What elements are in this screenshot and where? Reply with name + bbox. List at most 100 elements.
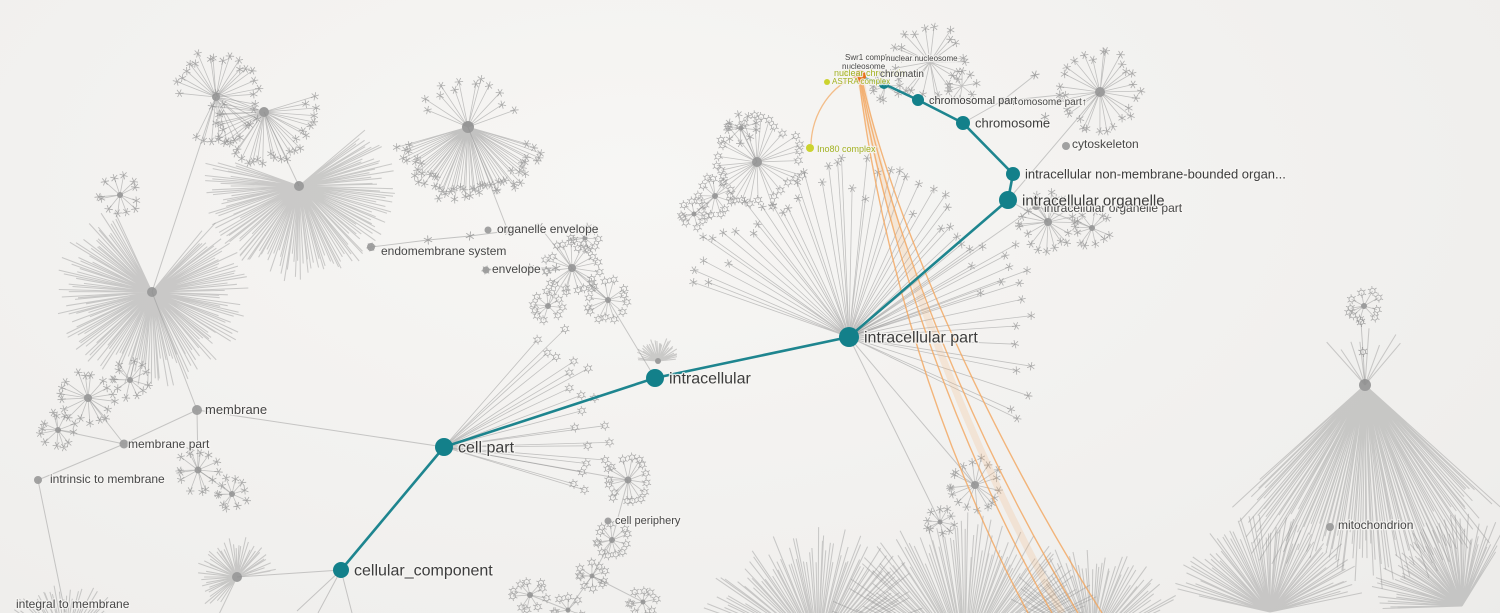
- node-cluster[interactable]: [508, 577, 552, 613]
- node-cluster[interactable]: [549, 592, 586, 613]
- term-node[interactable]: [192, 405, 202, 415]
- cluster-hub-node[interactable]: [294, 181, 304, 191]
- term-node[interactable]: [482, 266, 490, 274]
- node-cluster[interactable]: [213, 473, 252, 513]
- term-label[interactable]: nuclear chromatin: [833, 67, 907, 80]
- term-label[interactable]: Ino80 complex: [816, 143, 878, 156]
- cluster-hub-node[interactable]: [691, 211, 697, 217]
- node-cluster[interactable]: [421, 75, 519, 128]
- cluster-hub-node[interactable]: [568, 264, 576, 272]
- term-label[interactable]: chromosome part↑: [1003, 96, 1088, 110]
- go-term-node[interactable]: [646, 369, 664, 387]
- term-label[interactable]: nuclear nucleosome: [885, 53, 960, 65]
- node-cluster[interactable]: [175, 444, 223, 497]
- node-cluster[interactable]: [890, 22, 970, 105]
- term-node[interactable]: [604, 517, 612, 525]
- term-label[interactable]: ASTRA complex: [831, 76, 892, 88]
- term-label[interactable]: membrane part: [127, 436, 212, 453]
- cluster-hub-node[interactable]: [1095, 87, 1105, 97]
- term-label[interactable]: organelle envelope: [496, 221, 600, 238]
- cluster-hub-node[interactable]: [55, 427, 61, 433]
- node-chain[interactable]: [1030, 70, 1065, 122]
- cluster-hub-node[interactable]: [84, 394, 92, 402]
- cluster-hub-node[interactable]: [609, 537, 615, 543]
- node-cluster[interactable]: [1326, 328, 1401, 386]
- node-cluster[interactable]: [566, 222, 603, 256]
- node-cluster[interactable]: [1175, 514, 1363, 613]
- term-label[interactable]: Swr1 complex: [844, 52, 897, 64]
- node-cluster[interactable]: [703, 527, 931, 613]
- related-term-node[interactable]: [806, 144, 814, 152]
- node-cluster[interactable]: [693, 172, 736, 220]
- go-term-node[interactable]: [1006, 167, 1020, 181]
- go-term-label[interactable]: intracellular part: [863, 328, 980, 348]
- term-node[interactable]: [998, 97, 1006, 105]
- term-node[interactable]: [1062, 142, 1070, 150]
- cluster-hub-node[interactable]: [194, 466, 202, 474]
- node-cluster[interactable]: [723, 110, 761, 148]
- node-cluster[interactable]: [574, 557, 610, 594]
- node-chain[interactable]: [1356, 316, 1368, 358]
- node-cluster[interactable]: [207, 88, 321, 168]
- term-node[interactable]: [119, 439, 129, 449]
- go-term-label[interactable]: chromosomal part: [928, 94, 1019, 109]
- go-term-label[interactable]: chromosome: [974, 114, 1052, 132]
- go-term-label[interactable]: intracellular non-membrane-bounded organ…: [1024, 165, 1287, 183]
- cluster-hub-node[interactable]: [937, 519, 943, 525]
- term-label[interactable]: mitochondrion: [1337, 517, 1415, 534]
- node-cluster[interactable]: [832, 512, 1097, 613]
- cluster-hub-node[interactable]: [1044, 218, 1052, 226]
- cluster-hub-node[interactable]: [259, 107, 269, 117]
- go-term-label[interactable]: intracellular organelle: [1021, 191, 1166, 211]
- node-cluster[interactable]: [392, 121, 545, 204]
- go-term-node[interactable]: [879, 79, 889, 89]
- term-label[interactable]: cytoskeleton: [1071, 136, 1140, 153]
- term-label[interactable]: chromatin: [879, 68, 925, 82]
- node-cluster[interactable]: [712, 110, 807, 212]
- node-cluster[interactable]: [1344, 286, 1384, 325]
- term-node[interactable]: [367, 243, 375, 251]
- cluster-hub-node[interactable]: [527, 592, 533, 598]
- query-term-node[interactable]: [854, 70, 866, 82]
- cluster-hub-node[interactable]: [147, 287, 157, 297]
- cluster-hub-node[interactable]: [117, 192, 123, 198]
- term-label[interactable]: integral to membrane: [15, 596, 131, 613]
- cluster-hub-node[interactable]: [589, 573, 595, 579]
- node-cluster[interactable]: [676, 196, 712, 233]
- node-cluster[interactable]: [204, 129, 395, 282]
- node-cluster[interactable]: [637, 338, 678, 365]
- cluster-hub-node[interactable]: [712, 193, 718, 199]
- go-term-label[interactable]: intracellular: [668, 369, 753, 389]
- node-cluster[interactable]: [1371, 513, 1500, 610]
- go-term-node[interactable]: [912, 94, 924, 106]
- go-term-node[interactable]: [435, 438, 453, 456]
- cluster-hub-node[interactable]: [655, 358, 661, 364]
- node-cluster[interactable]: [56, 368, 119, 428]
- term-node[interactable]: [484, 226, 492, 234]
- cluster-hub-node[interactable]: [1361, 303, 1367, 309]
- node-cluster[interactable]: [540, 237, 605, 298]
- node-cluster[interactable]: [583, 274, 632, 325]
- term-label[interactable]: membrane: [204, 401, 269, 419]
- go-term-node[interactable]: [999, 191, 1017, 209]
- node-cluster[interactable]: [1014, 188, 1079, 256]
- node-cluster[interactable]: [592, 519, 633, 561]
- cluster-hub-node[interactable]: [1359, 379, 1371, 391]
- cluster-hub-node[interactable]: [624, 476, 632, 484]
- cluster-hub-node[interactable]: [582, 235, 588, 241]
- cluster-hub-node[interactable]: [752, 157, 762, 167]
- node-cluster[interactable]: [1010, 549, 1176, 613]
- node-cluster[interactable]: [94, 171, 141, 218]
- term-node[interactable]: [34, 476, 42, 484]
- node-cluster[interactable]: [1070, 207, 1114, 250]
- term-label[interactable]: endomembrane system: [380, 243, 508, 260]
- node-cluster[interactable]: [528, 286, 568, 326]
- cluster-hub-node[interactable]: [971, 481, 979, 489]
- cluster-hub-node[interactable]: [232, 572, 242, 582]
- cluster-hub-node[interactable]: [229, 491, 235, 497]
- node-cluster[interactable]: [1232, 379, 1500, 590]
- term-label[interactable]: intrinsic to membrane: [49, 471, 167, 488]
- term-label[interactable]: intracellular organelle part: [1043, 200, 1184, 217]
